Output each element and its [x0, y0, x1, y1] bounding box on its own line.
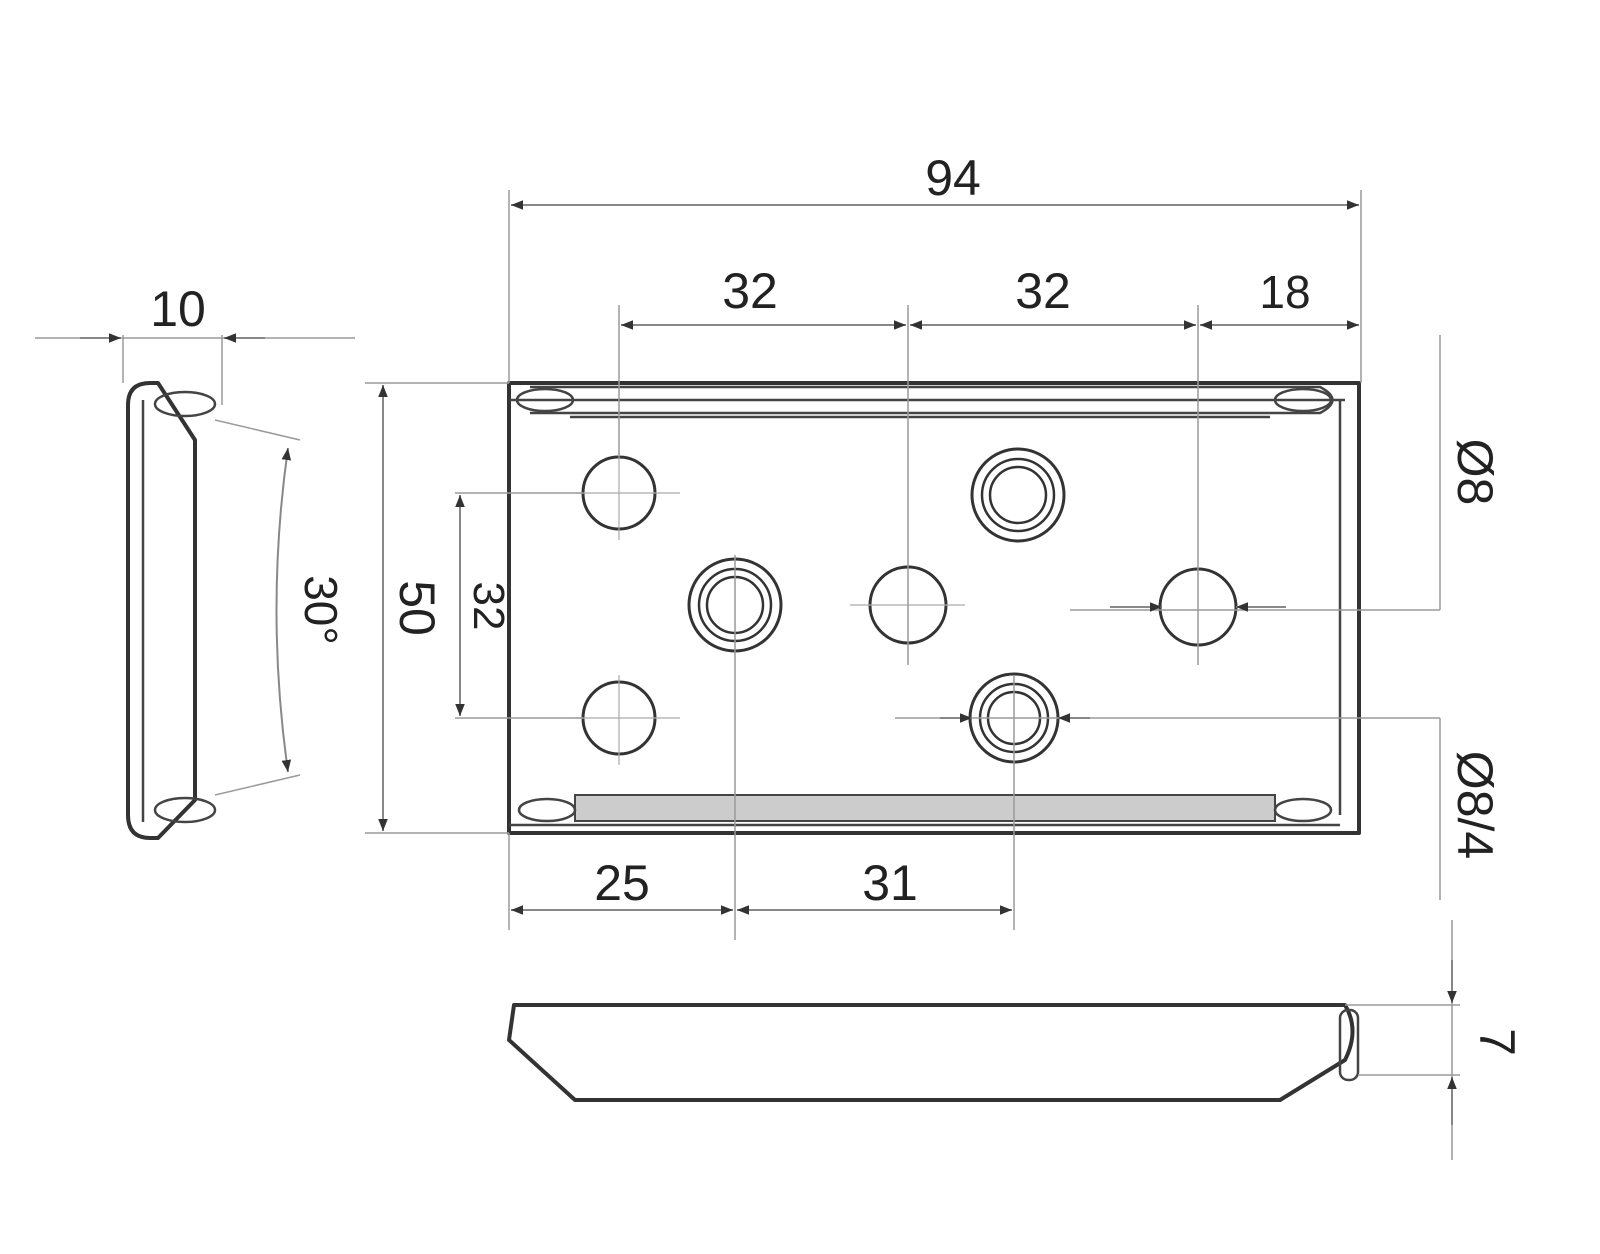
- hole-upper-left: [575, 450, 680, 540]
- dim-edge-offset: 18: [1259, 266, 1310, 318]
- dim-thickness: 7: [1469, 1028, 1525, 1056]
- side-view: 10 30°: [35, 281, 355, 840]
- dim-overall-width: 94: [925, 150, 981, 206]
- dim-countersink-diameter: Ø8/4: [1447, 751, 1503, 859]
- dim-side-angle: 30°: [295, 575, 347, 645]
- hole-lower-left: [575, 675, 680, 765]
- bottom-profile: [507, 1003, 1355, 1102]
- dim-bottom-left: 25: [594, 855, 650, 911]
- bottom-view: 7: [507, 920, 1525, 1160]
- bottom-slot: [574, 794, 1276, 822]
- side-profile: [126, 381, 197, 840]
- dim-overall-height: 50: [389, 580, 445, 636]
- top-slot: [530, 385, 1334, 415]
- countersunk-hole-upper-right: [970, 447, 1066, 543]
- dim-hole-pitch-vertical: 32: [464, 582, 513, 631]
- dim-spacing-b: 32: [1015, 263, 1071, 319]
- dim-side-width: 10: [150, 281, 206, 337]
- front-view: 94 32 32 18 50 32 25 31 Ø8 Ø8/4: [365, 150, 1503, 940]
- dim-hole-diameter: Ø8: [1447, 439, 1503, 506]
- plate-outline: [507, 381, 1361, 835]
- dim-bottom-span: 31: [862, 855, 918, 911]
- dim-spacing-a: 32: [722, 263, 778, 319]
